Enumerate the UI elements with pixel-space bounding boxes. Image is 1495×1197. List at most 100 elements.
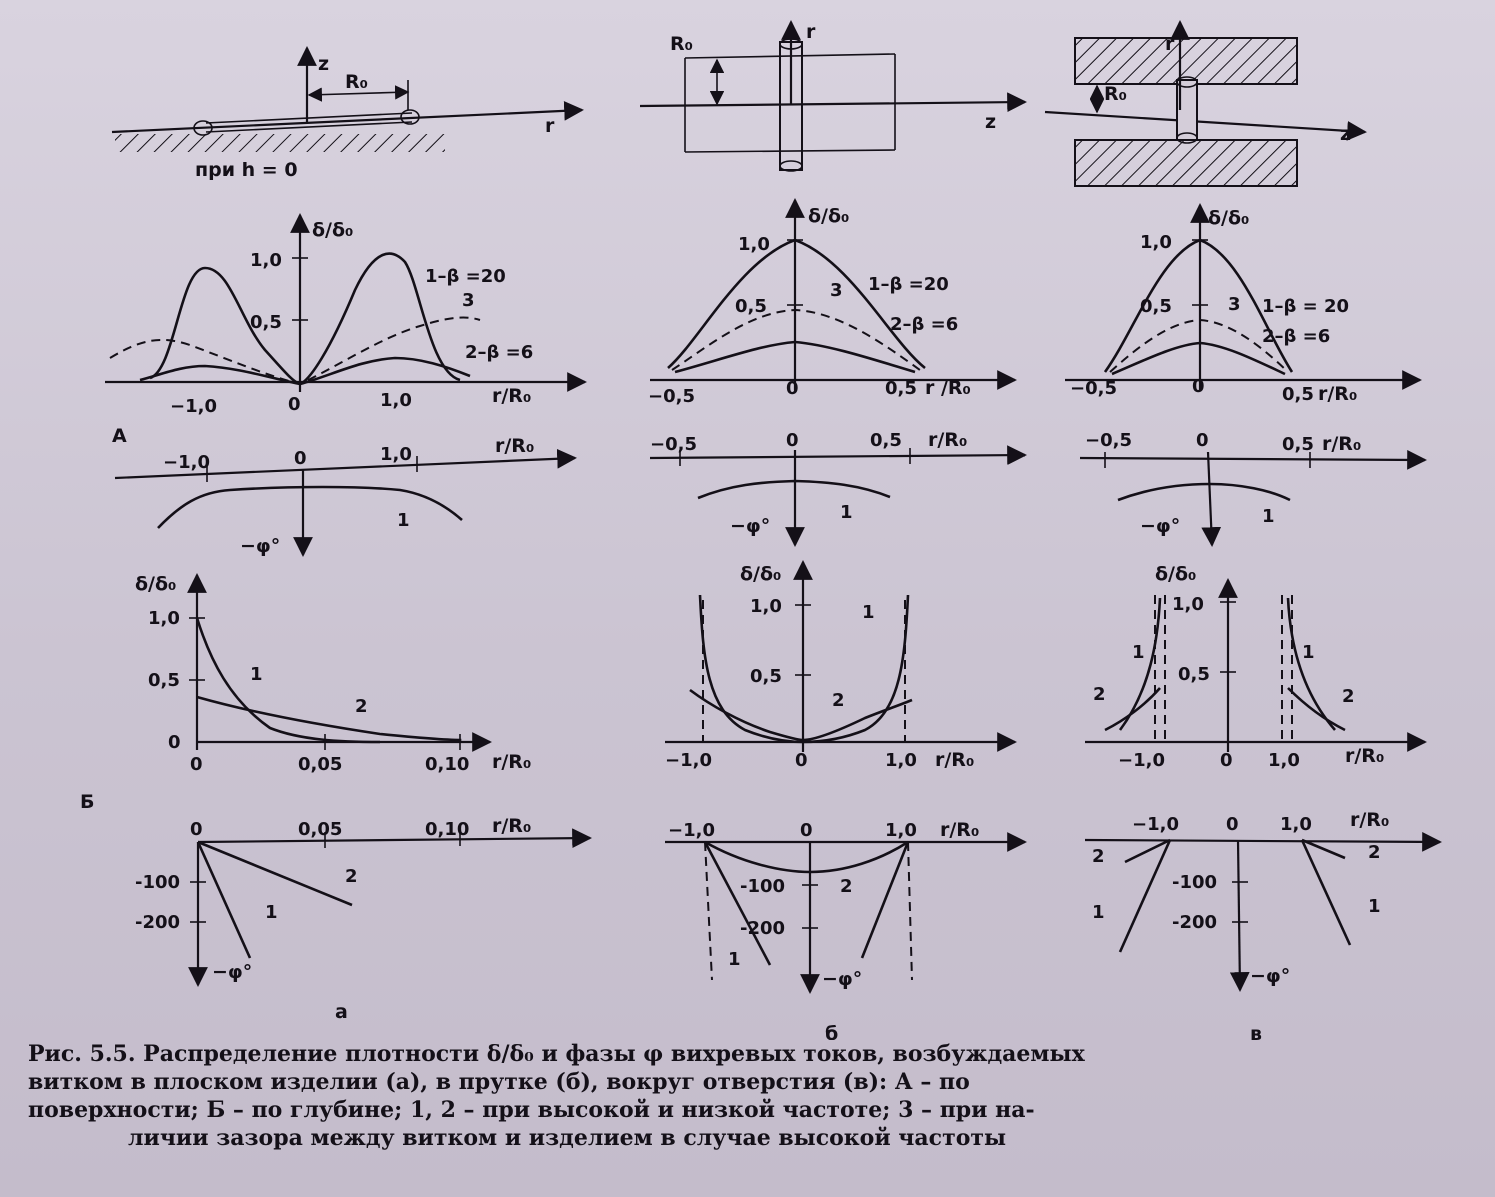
curve-1-left: [1118, 839, 1172, 953]
svg-text:1,0: 1,0: [885, 820, 917, 841]
svg-text:−0,5: −0,5: [1070, 378, 1117, 399]
panel-depth-phase-b: −1,0 0 1,0 r/R₀ -100 -200 −φ° 1 2: [665, 819, 1027, 994]
panel-phase-c: −0,5 0 0,5 r/R₀ −φ° 1: [1079, 430, 1427, 547]
ylabel: δ/δ₀: [740, 563, 781, 585]
curve-2: [704, 840, 909, 874]
ylabel: δ/δ₀: [1155, 563, 1196, 585]
svg-text:-200: -200: [1172, 912, 1217, 933]
rod-label-r: r: [806, 21, 816, 43]
svg-text:−1,0: −1,0: [1118, 750, 1165, 771]
svg-text:-100: -100: [740, 876, 785, 897]
ylabel: δ/δ₀: [312, 219, 353, 241]
svg-text:0,5: 0,5: [250, 312, 282, 333]
hole-label-r: r: [1165, 33, 1175, 55]
coil-section-right: [400, 109, 420, 125]
curve-1: [195, 617, 381, 744]
curve-2: [139, 356, 471, 386]
label-R0: R₀: [345, 71, 368, 93]
svg-text:r/R₀: r/R₀: [1322, 433, 1361, 455]
ylabel: δ/δ₀: [808, 205, 849, 227]
svg-text:0: 0: [288, 394, 301, 415]
schematic-hole: r R₀ z: [1044, 20, 1367, 187]
svg-text:0,05: 0,05: [298, 819, 342, 840]
svg-text:1: 1: [862, 602, 875, 623]
curve-2: [196, 695, 462, 742]
svg-text:0,5: 0,5: [1282, 384, 1314, 405]
curve-2-right: [1301, 838, 1346, 860]
column-label-c: в: [1250, 1023, 1262, 1040]
schematic-rod: R₀ r z: [639, 20, 1027, 172]
curve-1-right: [1286, 597, 1336, 731]
svg-text:r/R₀: r/R₀: [928, 429, 967, 451]
svg-text:2: 2: [345, 866, 358, 887]
svg-text:1: 1: [840, 502, 853, 523]
svg-text:1,0: 1,0: [148, 608, 180, 629]
panel-B-b: δ/δ₀ 1,0 0,5 −1,0 0 1,0 r/R₀ 1 2: [665, 560, 1017, 771]
section-label-B: Б: [80, 791, 94, 813]
coil-section-left: [193, 120, 213, 136]
caption-line-4: личии зазора между витком и изделием в с…: [128, 1125, 1007, 1151]
svg-text:0,5: 0,5: [870, 430, 902, 451]
curve-2: [1111, 341, 1286, 376]
svg-text:r/R₀: r/R₀: [1345, 745, 1384, 767]
caption-line-1: Рис. 5.5. Распределение плотности δ/δ₀ и…: [28, 1041, 1085, 1067]
svg-text:2: 2: [832, 690, 845, 711]
svg-text:3: 3: [1228, 294, 1241, 315]
svg-text:1–β = 20: 1–β = 20: [1262, 296, 1349, 317]
svg-text:-100: -100: [135, 872, 180, 893]
svg-text:0: 0: [190, 819, 203, 840]
svg-text:1,0: 1,0: [750, 596, 782, 617]
curve-1-right: [860, 841, 910, 959]
curve-2: [674, 340, 916, 374]
svg-text:0: 0: [795, 750, 808, 771]
svg-text:1: 1: [1092, 902, 1105, 923]
svg-text:0: 0: [1226, 814, 1239, 835]
curve-1: [1103, 238, 1294, 373]
ylabel: δ/δ₀: [1208, 207, 1249, 229]
svg-text:1,0: 1,0: [1140, 232, 1172, 253]
svg-text:-100: -100: [1172, 872, 1217, 893]
curve-2-left: [1124, 838, 1171, 864]
svg-text:1,0: 1,0: [1268, 750, 1300, 771]
svg-text:−0,5: −0,5: [1085, 430, 1132, 451]
curve-1: [196, 841, 252, 959]
panel-B-a: δ/δ₀ 1,0 0,5 0 0 0,05 0,10 r/R₀ 1 2: [135, 573, 531, 775]
svg-text:3: 3: [830, 280, 843, 301]
panel-depth-phase-a: 0 0,05 0,10 r/R₀ -100 -200 −φ° 1 2: [135, 815, 592, 987]
svg-text:2: 2: [1093, 684, 1106, 705]
xlabel: r/R₀: [1318, 383, 1357, 405]
curve-3: [109, 316, 481, 386]
svg-text:−φ°: −φ°: [1250, 965, 1290, 987]
svg-text:−1,0: −1,0: [668, 820, 715, 841]
svg-text:r/R₀: r/R₀: [1350, 809, 1389, 831]
panel-A-a: 1,0 0,5 δ/δ₀ −1,0 0 1,0 r/R₀ 1–β =20 3 2…: [105, 213, 587, 417]
svg-text:1,0: 1,0: [1280, 814, 1312, 835]
figure-caption: Рис. 5.5. Распределение плотности δ/δ₀ и…: [28, 1040, 1468, 1152]
svg-text:0: 0: [168, 732, 181, 753]
svg-text:0,10: 0,10: [425, 819, 469, 840]
curve-1: [1117, 482, 1291, 502]
svg-text:−φ°: −φ°: [1140, 515, 1180, 537]
svg-text:2–β =6: 2–β =6: [890, 314, 958, 335]
svg-text:-200: -200: [135, 912, 180, 933]
svg-text:−0,5: −0,5: [648, 386, 695, 407]
svg-text:1–β =20: 1–β =20: [868, 274, 949, 295]
label-r: r: [545, 115, 555, 137]
svg-text:2: 2: [1092, 846, 1105, 867]
svg-text:−φ°: −φ°: [240, 535, 280, 557]
hole-label-z: z: [1340, 123, 1351, 145]
xlabel: r/R₀: [492, 385, 531, 407]
curve-3: [671, 308, 921, 371]
svg-text:−φ°: −φ°: [822, 968, 862, 990]
figure-5-5: z R₀ r при h = 0 R₀ r z r R₀ z: [80, 20, 1442, 1040]
svg-text:−φ°: −φ°: [730, 515, 770, 537]
svg-text:−1,0: −1,0: [170, 396, 217, 417]
svg-text:0: 0: [294, 448, 307, 469]
svg-text:2: 2: [355, 696, 368, 717]
curve-2-left: [1104, 687, 1161, 732]
svg-text:−1,0: −1,0: [1132, 814, 1179, 835]
svg-text:0,5: 0,5: [750, 666, 782, 687]
svg-text:0: 0: [190, 754, 203, 775]
svg-text:1,0: 1,0: [250, 250, 282, 271]
